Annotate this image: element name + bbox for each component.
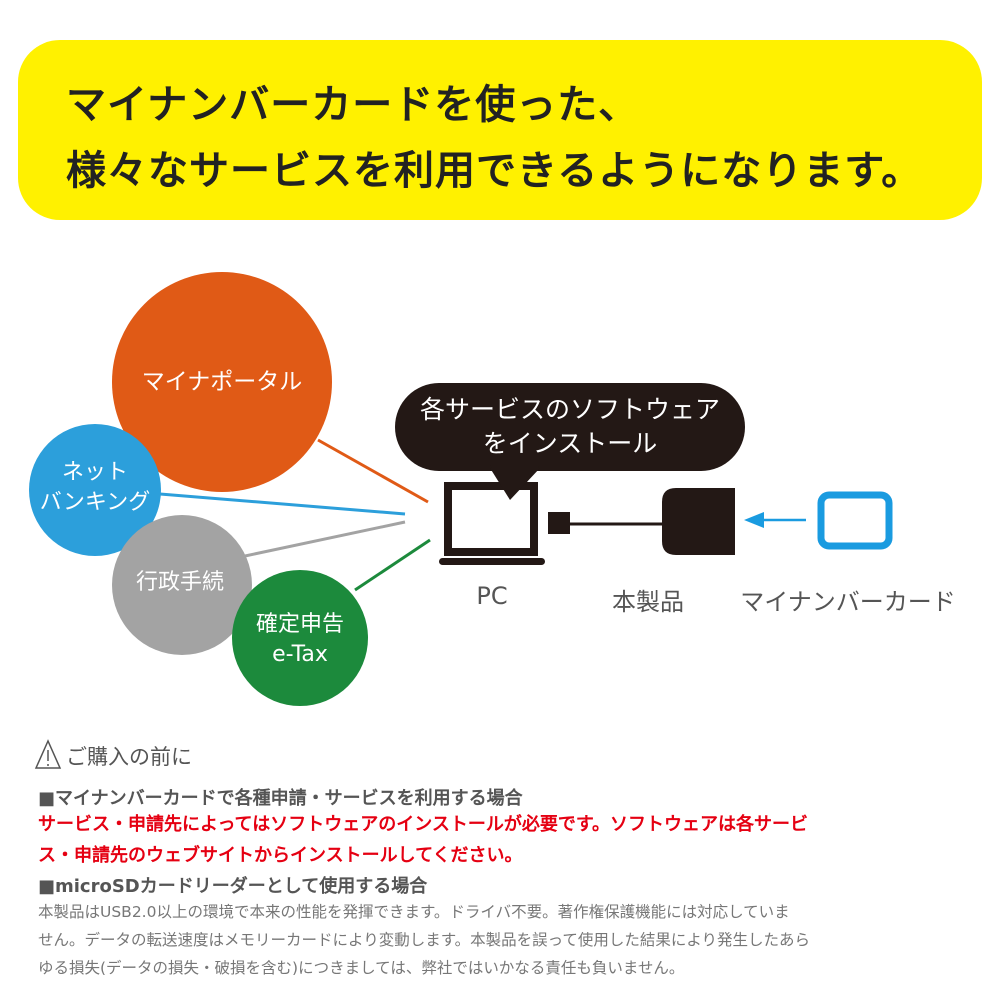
net-banking-line-2: バンキング [39, 490, 151, 515]
connector-myna-portal [317, 438, 429, 504]
net-banking-line-1: ネット [61, 460, 129, 485]
speech-bubble [395, 383, 745, 471]
service-label-myna-portal: マイナポータル [141, 369, 303, 395]
arrow-left-icon [744, 512, 806, 528]
etax-line-2: e-Tax [272, 642, 328, 667]
my-number-card-icon [817, 491, 893, 550]
etax-line-1: 確定申告 [255, 612, 345, 637]
service-label-net-banking: ネットバンキング [40, 458, 150, 518]
section2-line-3: ゆる損失(データの損失・破損を含む)につきましては、弊社ではいかなる責任も負いま… [38, 959, 685, 977]
connector-net-banking [159, 492, 406, 516]
card-reader-icon [548, 488, 735, 555]
connector-gov [244, 520, 406, 558]
label-pc: PC [476, 582, 508, 610]
bubble-line-1: 各サービスのソフトウェア [419, 395, 721, 424]
connector-etax [354, 538, 431, 592]
section2-heading: ■microSDカードリーダーとして使用する場合 [38, 876, 428, 897]
circle-myna-portal [112, 272, 332, 492]
headline-line-1: マイナンバーカードを使った、 [66, 82, 640, 128]
label-card: マイナンバーカード [740, 588, 956, 616]
service-label-etax: 確定申告 e-Tax [256, 610, 344, 670]
headline-banner: マイナンバーカードを使った、 様々なサービスを利用できるようになります。 [18, 40, 982, 220]
section2-line-2: せん。データの転送速度はメモリーカードにより変動します。本製品を誤って使用した結… [38, 931, 811, 949]
label-product: 本製品 [612, 588, 684, 616]
circle-gov [112, 515, 252, 655]
bubble-text: 各サービスのソフトウェアをインストール [420, 393, 720, 461]
headline-line-2: 様々なサービスを利用できるようになります。 [66, 148, 923, 194]
bubble-line-2: をインストール [482, 429, 658, 458]
section2-line-1: 本製品はUSB2.0以上の環境で本来の性能を発揮できます。ドライバ不要。著作権保… [38, 903, 790, 921]
section1-heading: ■マイナンバーカードで各種申請・サービスを利用する場合 [38, 788, 523, 809]
section1-line-1: サービス・申請先によってはソフトウェアのインストールが必要です。ソフトウェアは各… [38, 814, 809, 835]
warning-icon [34, 739, 62, 769]
section1-line-2: ス・申請先のウェブサイトからインストールしてください。 [38, 845, 523, 866]
notes-title: ご購入の前に [66, 745, 192, 769]
circle-etax [232, 570, 368, 706]
laptop-icon [439, 468, 545, 565]
service-label-gov: 行政手続 [135, 570, 225, 595]
circle-net-banking [29, 424, 161, 556]
